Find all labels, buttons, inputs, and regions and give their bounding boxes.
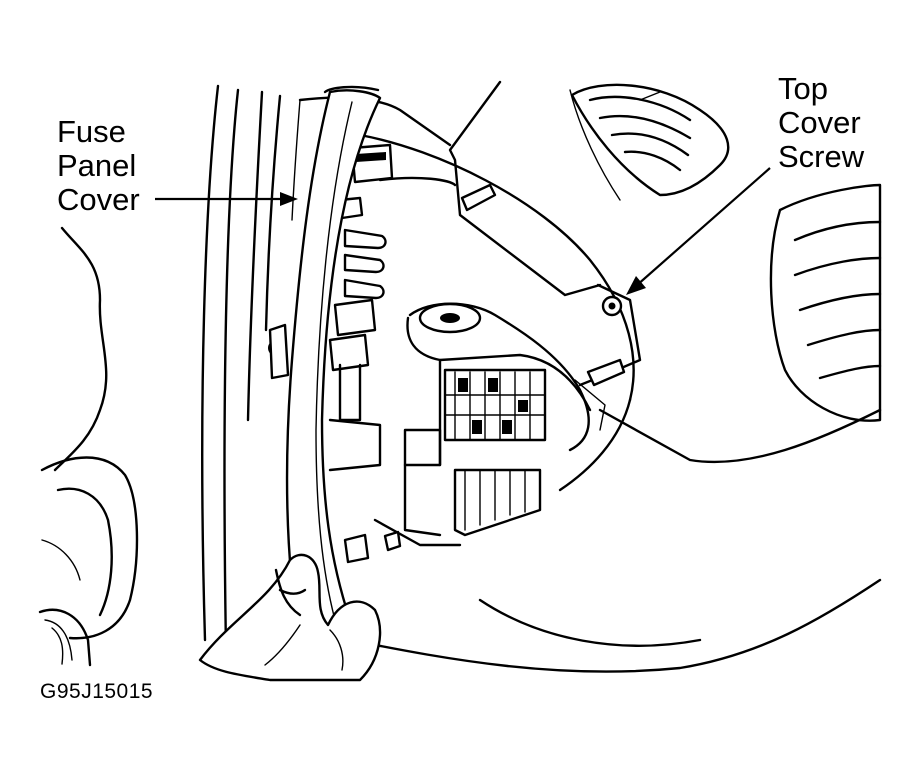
hand [198, 553, 382, 682]
leader-top-cover-screw [626, 167, 771, 295]
fuse-panel-cover [285, 85, 382, 642]
figure-id: G95J15015 [40, 680, 154, 703]
fuse-panel-cover-label: Fuse Panel Cover [57, 114, 140, 217]
air-vent-right [769, 183, 882, 422]
top-cover-screw [460, 183, 642, 431]
top-cover-screw-label: Top Cover Screw [778, 71, 865, 174]
air-vent-top [570, 83, 730, 197]
left-door-seal [38, 226, 139, 667]
fuse-block [373, 302, 592, 552]
leader-fuse-panel-cover [155, 192, 298, 206]
door-pillar [201, 84, 301, 652]
